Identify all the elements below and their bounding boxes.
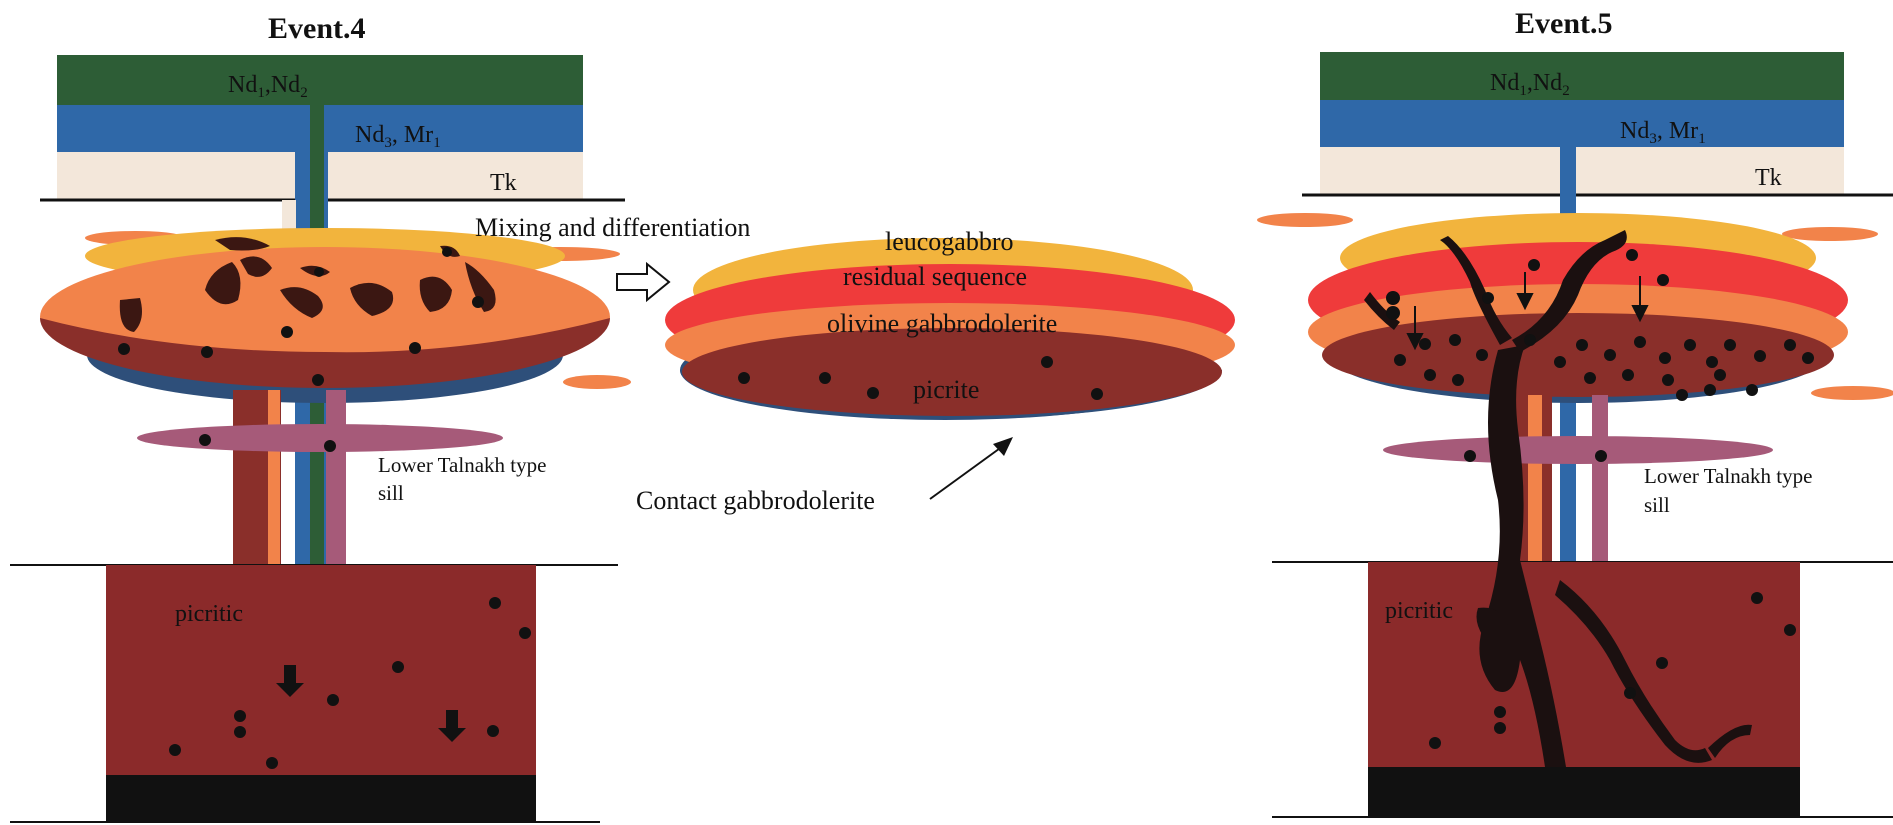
- nd12-label: Nd1,Nd2: [228, 72, 308, 101]
- event4-title: Event.4: [268, 12, 366, 45]
- apophysis: [1811, 386, 1893, 400]
- sulfide-droplet: [324, 440, 336, 452]
- olivine-label: olivine gabbrodolerite: [827, 309, 1057, 338]
- event5-panel: Event.5 Nd1,Nd2 Nd3, Mr1 Tk Lower Talnak…: [1257, 7, 1893, 817]
- sill-feeder: [326, 390, 346, 565]
- apophysis: [563, 375, 631, 389]
- nd3-mr1-layer-e5: [1320, 100, 1844, 147]
- leucogabbro-label: leucogabbro: [885, 227, 1014, 256]
- lower-sill-label-line1: Lower Talnakh type: [378, 453, 546, 477]
- lower-sill-label-line1-e5: Lower Talnakh type: [1644, 464, 1812, 488]
- event4-panel: Event.4 Nd1,Nd2 Nd3, Mr1 Tk: [10, 12, 631, 822]
- nd3-mr1-label-e5: Nd3, Mr1: [1620, 118, 1706, 147]
- process-arrow-icon: [617, 264, 669, 300]
- nd12-layer: [57, 55, 583, 105]
- event5-title: Event.5: [1515, 7, 1613, 40]
- contact-label: Contact gabbrodolerite: [636, 486, 875, 515]
- tk-label: Tk: [490, 170, 517, 196]
- nd3-mr1-label: Nd3, Mr1: [355, 122, 441, 151]
- basement-e5: [1368, 767, 1800, 817]
- nd12-layer-e5: [1320, 52, 1844, 100]
- apophysis: [1782, 227, 1878, 241]
- picritic-label-e5: picritic: [1385, 598, 1453, 624]
- lower-talnakh-sill: [137, 424, 503, 452]
- olivine-feeder-e5: [1528, 395, 1542, 565]
- sulfide-droplet: [199, 434, 211, 446]
- picritic-label: picritic: [175, 601, 243, 627]
- olivine-feeder: [268, 390, 280, 565]
- mixing-label: Mixing and differentiation: [475, 213, 750, 242]
- residual-label: residual sequence: [843, 262, 1027, 291]
- contact-pointer: [930, 446, 1003, 499]
- tk-label-e5: Tk: [1755, 165, 1782, 191]
- picritic-block: [106, 565, 536, 775]
- sill-feeder-e5: [1592, 395, 1608, 565]
- nd12-label-e5: Nd1,Nd2: [1490, 70, 1570, 99]
- basement: [106, 775, 536, 822]
- lower-sill-label-line2: sill: [378, 481, 404, 505]
- contact-pointer-head: [993, 437, 1013, 456]
- picrite-label: picrite: [913, 375, 979, 404]
- lower-sill-label-line2-e5: sill: [1644, 493, 1670, 517]
- lower-talnakh-sill-e5: [1383, 436, 1773, 464]
- apophysis: [1257, 213, 1353, 227]
